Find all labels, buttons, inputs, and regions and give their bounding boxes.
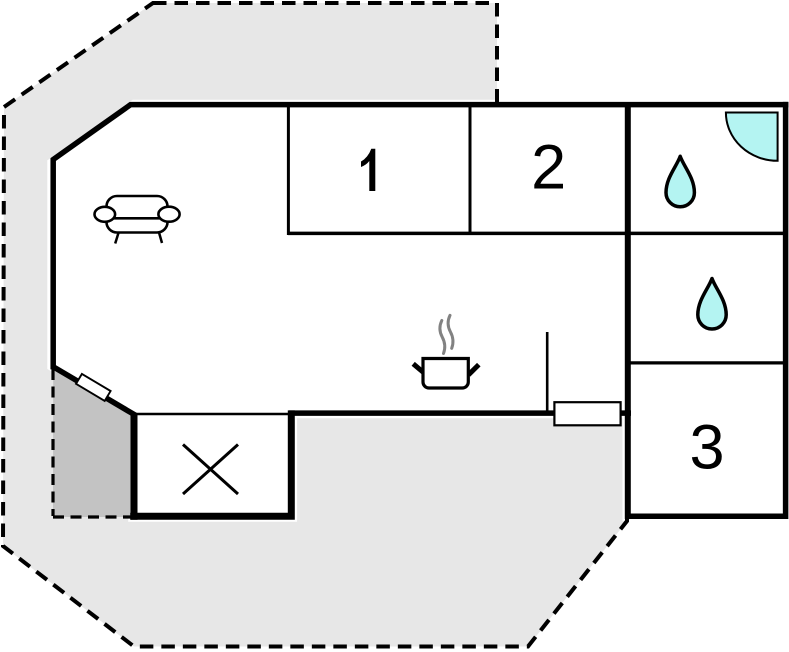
svg-text:2: 2 <box>531 132 566 202</box>
svg-text:3: 3 <box>689 412 724 482</box>
